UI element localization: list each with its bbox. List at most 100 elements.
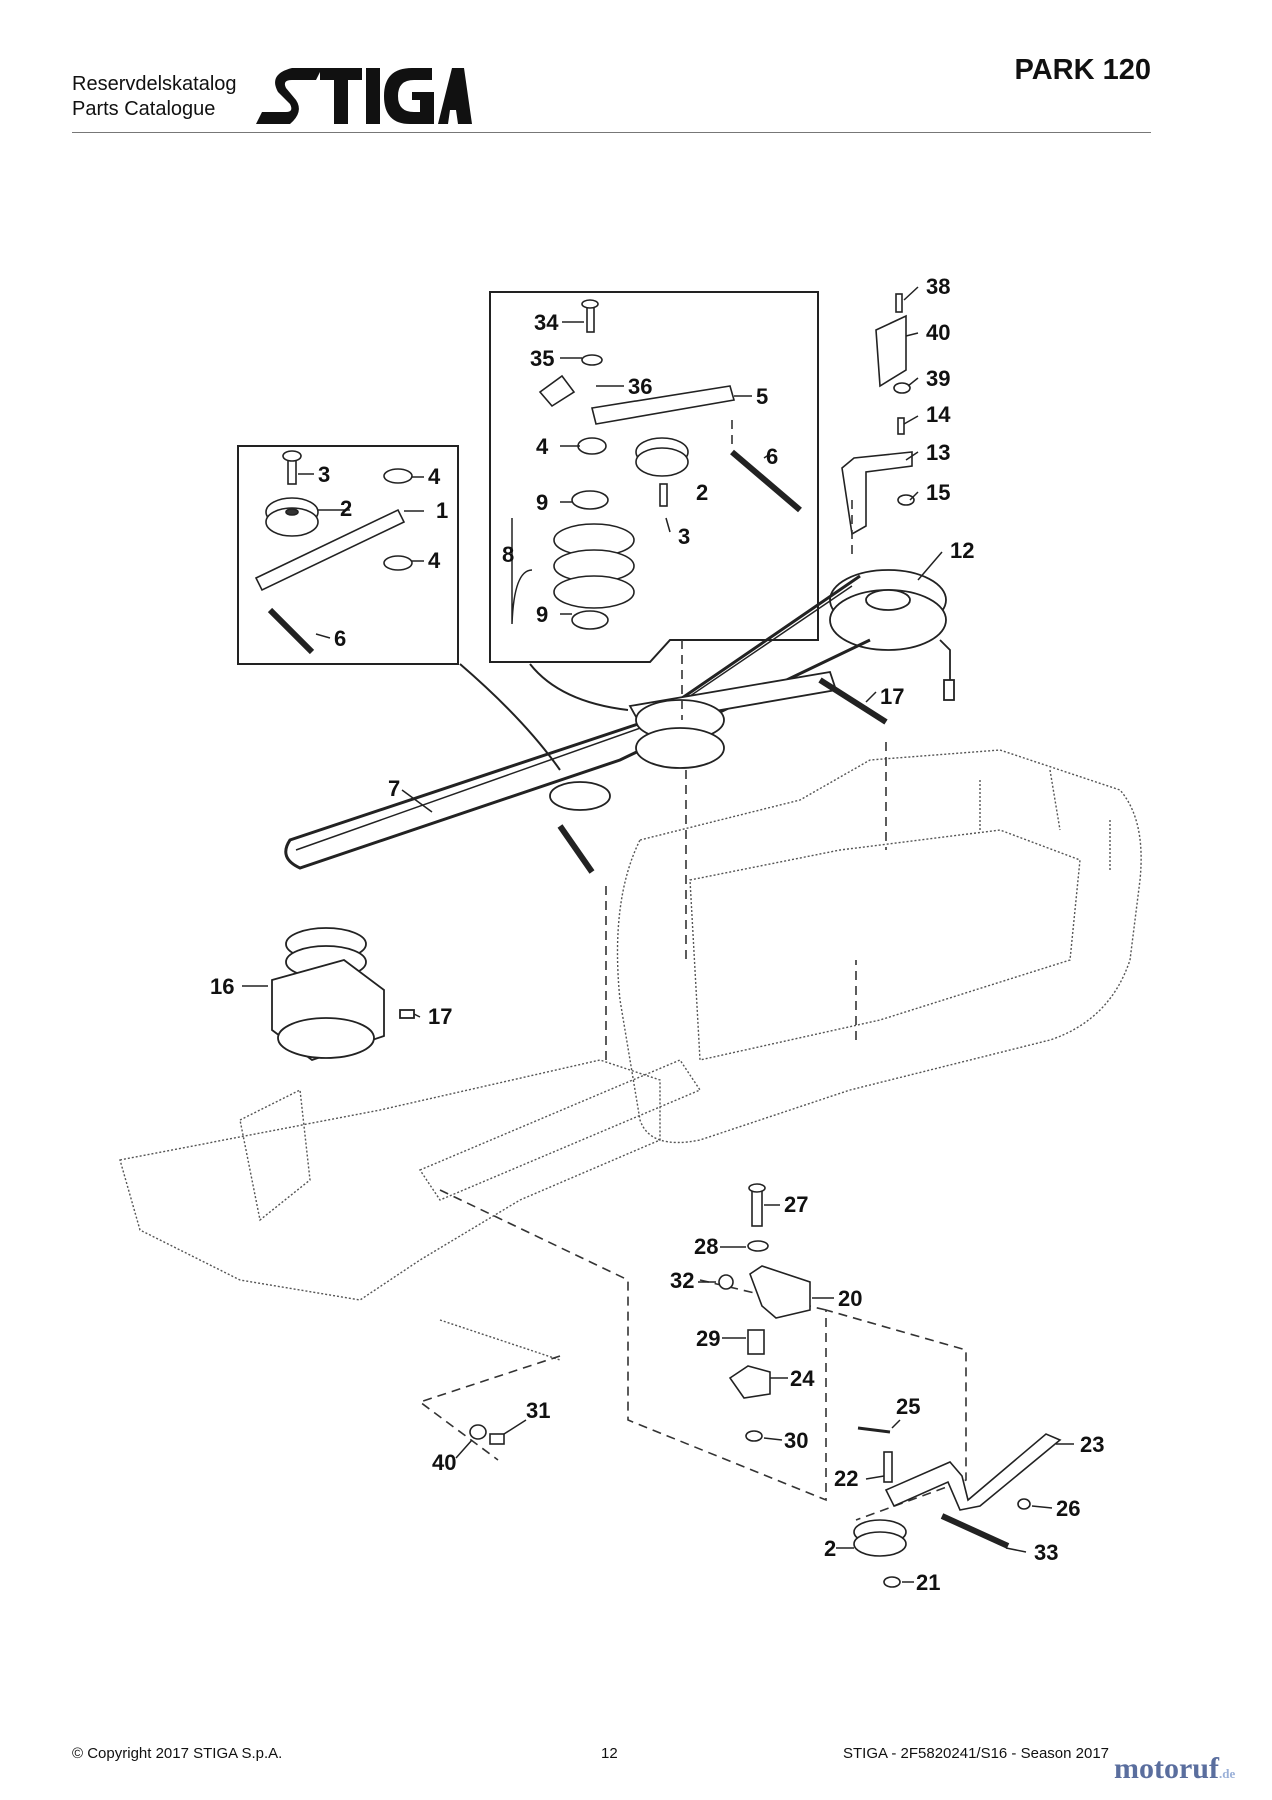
callout-8: 8 <box>502 542 514 567</box>
bolt-38-icon <box>895 293 903 313</box>
callout-24: 24 <box>790 1366 815 1391</box>
nut-26-icon <box>1017 1498 1031 1510</box>
footer-catalog-ref: STIGA - 2F5820241/S16 - Season 2017 <box>843 1745 1110 1762</box>
callout-40b: 40 <box>432 1450 456 1475</box>
bolt-22-icon <box>883 1451 893 1483</box>
callout-40: 40 <box>926 320 950 345</box>
callout-31: 31 <box>526 1398 550 1423</box>
arm-23-icon <box>884 1433 1062 1511</box>
idler-pulley-icon <box>549 781 611 811</box>
callout-22: 22 <box>834 1466 858 1491</box>
bolt-17-icon <box>399 1009 415 1019</box>
washer-35-icon <box>581 354 603 366</box>
bracket-36-icon <box>538 374 576 408</box>
watermark-name: motoruf <box>1114 1752 1219 1785</box>
washer-4c-icon <box>577 437 607 455</box>
callout-9b: 9 <box>536 602 548 627</box>
spring-6b-icon <box>730 449 802 513</box>
callout-6: 6 <box>766 444 778 469</box>
callout-3: 3 <box>678 524 690 549</box>
callout-3b: 3 <box>318 462 330 487</box>
mower-deck-icon <box>616 749 1142 1144</box>
spring-33-icon <box>940 1513 1010 1549</box>
bolt-3b-icon <box>659 483 668 507</box>
arm-5-icon <box>591 385 736 425</box>
bolt-25-icon <box>857 1426 891 1434</box>
callout-21: 21 <box>916 1570 940 1595</box>
inset-arrow-2 <box>529 663 629 711</box>
callout-4: 4 <box>536 434 549 459</box>
washer-4-icon <box>383 468 413 484</box>
spring-6-icon <box>267 607 315 655</box>
callout-35: 35 <box>530 346 554 371</box>
callout-26: 26 <box>1056 1496 1080 1521</box>
watermark-tld: .de <box>1218 1766 1236 1781</box>
footer-copyright: © Copyright 2017 STIGA S.p.A. <box>72 1745 283 1762</box>
callout-34: 34 <box>534 310 559 335</box>
callout-5: 5 <box>756 384 768 409</box>
callout-9: 9 <box>536 490 548 515</box>
callout-30: 30 <box>784 1428 808 1453</box>
washer-28-icon <box>747 1240 769 1252</box>
callout-36: 36 <box>628 374 652 399</box>
nut-21-icon <box>883 1576 901 1588</box>
bolt-3-icon <box>287 457 297 485</box>
callout-4c: 4 <box>428 548 441 573</box>
callout-20: 20 <box>838 1286 862 1311</box>
callout-4b: 4 <box>428 464 441 489</box>
model-title: PARK 120 <box>1014 54 1151 86</box>
belt-7-icon <box>284 574 871 870</box>
catalog-title: Reservdelskatalog Parts Catalogue <box>72 72 237 122</box>
inset-box-tension-pulley <box>489 291 819 663</box>
callout-28: 28 <box>694 1234 718 1259</box>
nut-32-icon <box>718 1274 734 1290</box>
washer-40-icon <box>469 1424 487 1440</box>
callout-27: 27 <box>784 1192 808 1217</box>
callout-12: 12 <box>950 538 974 563</box>
callout-17: 17 <box>880 684 904 709</box>
callout-32: 32 <box>670 1268 694 1293</box>
callout-23: 23 <box>1080 1432 1104 1457</box>
bolt-31-icon <box>489 1433 505 1445</box>
bearing-9-icon <box>571 490 609 510</box>
frame-icon <box>119 1059 661 1301</box>
callout-16: 16 <box>210 974 234 999</box>
callout-2c: 2 <box>824 1536 836 1561</box>
callout-29: 29 <box>696 1326 720 1351</box>
washer-4b-icon <box>383 555 413 571</box>
bearing-9b-icon <box>571 610 609 630</box>
callout-38: 38 <box>926 274 950 299</box>
catalog-title-english: Parts Catalogue <box>72 98 216 120</box>
callout-1: 1 <box>436 498 448 523</box>
nut-39-icon <box>893 382 911 394</box>
inset-box-idler-arm <box>237 445 459 665</box>
inset-arrow-1 <box>459 663 561 771</box>
idler-arm-1-icon <box>254 508 406 592</box>
spacer-29-icon <box>747 1329 765 1355</box>
bolt-14-icon <box>897 417 905 435</box>
callout-13: 13 <box>926 440 950 465</box>
spring-17-icon <box>818 677 888 725</box>
footer-page-number: 12 <box>601 1745 618 1762</box>
callout-39: 39 <box>926 366 950 391</box>
callout-14: 14 <box>926 402 951 427</box>
header-rule <box>72 132 1151 133</box>
nut-30-icon <box>745 1430 763 1442</box>
callout-6b: 6 <box>334 626 346 651</box>
bracket-13-icon <box>841 451 913 536</box>
parts-diagram: 38 40 39 14 13 15 12 17 34 35 36 5 4 2 6… <box>119 274 1142 1595</box>
bracket-20-icon <box>749 1265 811 1319</box>
plate-40-icon <box>875 314 907 388</box>
callout-2b: 2 <box>340 496 352 521</box>
catalog-title-swedish: Reservdelskatalog <box>72 73 237 95</box>
bolt-34-icon <box>586 305 595 333</box>
bolt-27-icon <box>751 1189 763 1227</box>
stiga-logo <box>256 68 472 124</box>
callout-15: 15 <box>926 480 950 505</box>
callout-7: 7 <box>388 776 400 801</box>
watermark-logo: motoruf.de <box>1114 1752 1235 1786</box>
callout-2: 2 <box>696 480 708 505</box>
spring-idler-icon <box>557 824 595 874</box>
callout-33: 33 <box>1034 1540 1058 1565</box>
callout-17b: 17 <box>428 1004 452 1029</box>
